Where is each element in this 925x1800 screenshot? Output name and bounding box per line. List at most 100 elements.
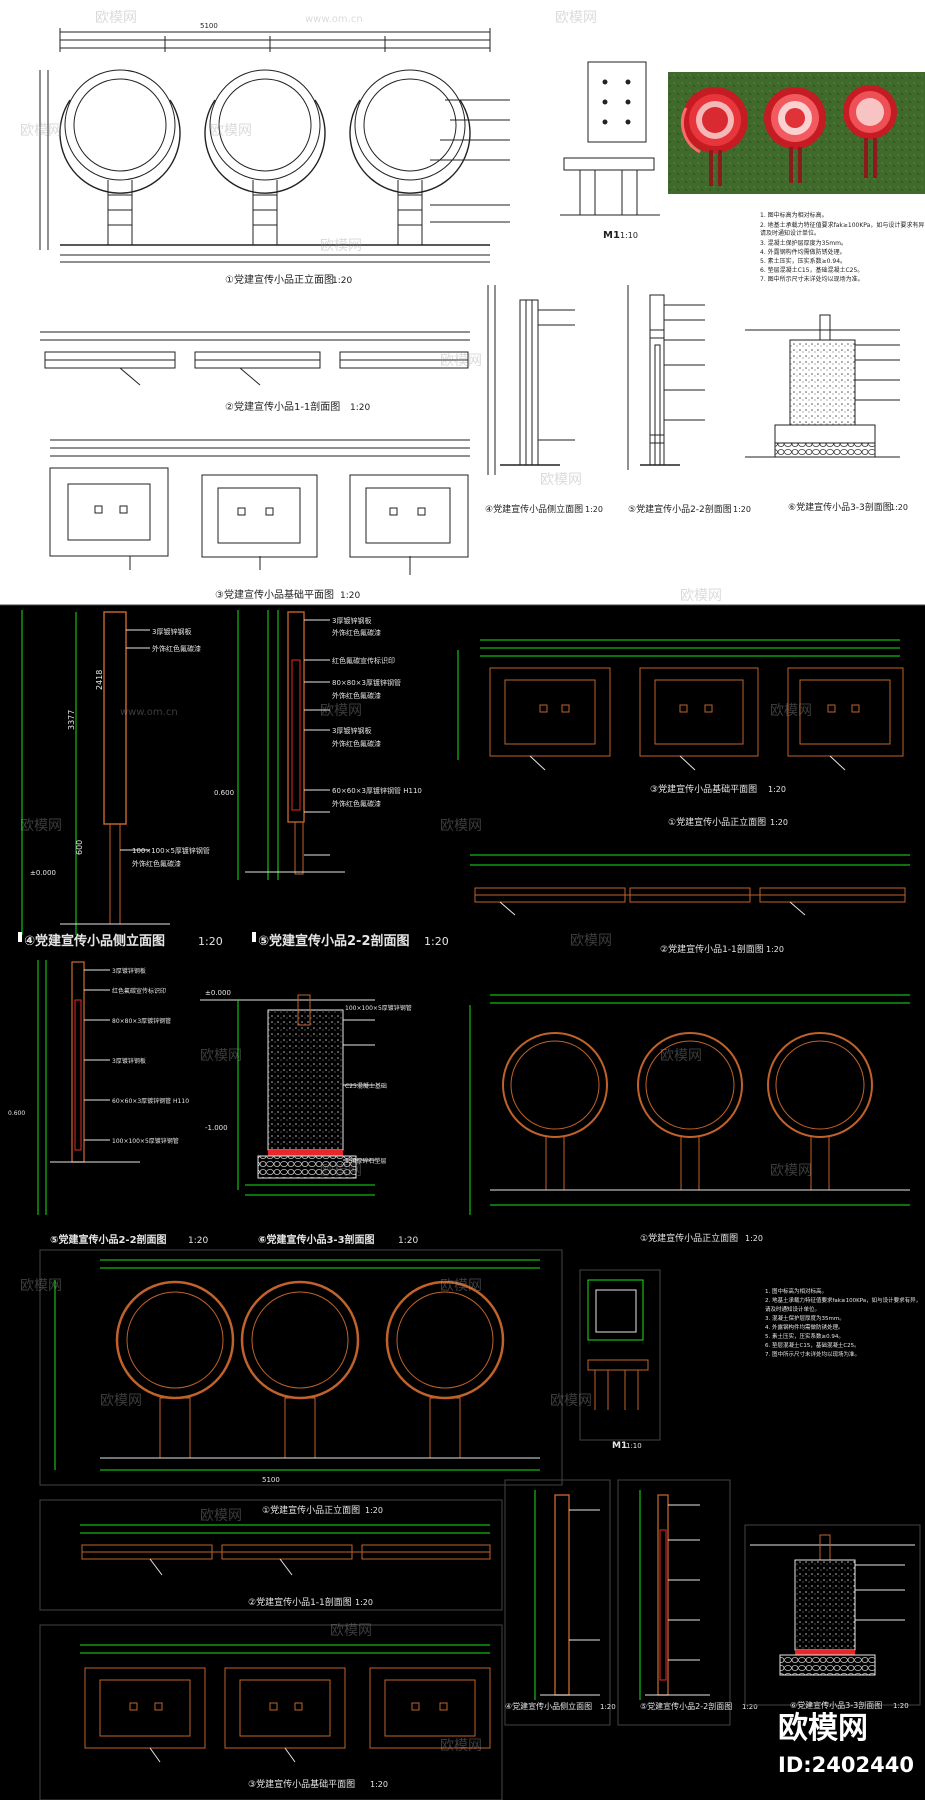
- black-scale-foundation: 1:20: [768, 785, 786, 794]
- black-section-1-1-b: [39, 1499, 503, 1611]
- black-m1-scale: 1:10: [626, 1442, 642, 1450]
- svg-text:1. 图中标高为相对标高。: 1. 图中标高为相对标高。: [760, 211, 828, 219]
- black-title-section22-c: ⑤党建宣传小品2-2剖面图: [640, 1701, 732, 1711]
- svg-text:欧模网: 欧模网: [440, 1278, 482, 1294]
- svg-text:7. 图中所示尺寸未详处均以现场为准。: 7. 图中所示尺寸未详处均以现场为准。: [765, 1350, 860, 1358]
- white-ring-3: [349, 69, 471, 245]
- svg-text:外饰红色氟碳漆: 外饰红色氟碳漆: [332, 691, 381, 700]
- black-scale-section22: 1:20: [424, 935, 449, 948]
- white-section-2-2: [627, 285, 705, 470]
- black-level-0: ±0.000: [30, 869, 56, 877]
- white-notes: 1. 图中标高为相对标高。 2. 地基土承载力特征值要求fak≥100KPa，如…: [760, 211, 925, 283]
- black-scale-side-b: 1:20: [600, 1703, 616, 1711]
- black-scale-section33: 1:20: [398, 1236, 418, 1246]
- svg-text:100×100×5厚镀锌钢管: 100×100×5厚镀锌钢管: [345, 1004, 412, 1012]
- black-section-3-3-b: [744, 1524, 921, 1706]
- black-title-section11-b: ②党建宣传小品1-1剖面图: [248, 1596, 352, 1608]
- white-section-3-3: [745, 314, 900, 458]
- black-title-foundation: ③党建宣传小品基础平面图: [650, 783, 757, 795]
- svg-text:60×60×3厚镀锌钢管 H110: 60×60×3厚镀锌钢管 H110: [112, 1097, 189, 1105]
- badge-brand: 欧模网: [778, 1711, 868, 1746]
- svg-text:C25混凝土基础: C25混凝土基础: [345, 1082, 387, 1090]
- svg-text:请及时通知设计单位。: 请及时通知设计单位。: [760, 229, 820, 237]
- svg-text:欧模网: 欧模网: [200, 1048, 242, 1064]
- svg-text:1. 图中标高为相对标高。: 1. 图中标高为相对标高。: [765, 1287, 827, 1295]
- black-title-section11: ②党建宣传小品1-1剖面图: [660, 943, 764, 955]
- white-title-section11: ②党建宣传小品1-1剖面图: [225, 400, 340, 413]
- white-section-1-1: [40, 331, 470, 386]
- black-title-section33-b: ⑥党建宣传小品3-3剖面图: [790, 1700, 882, 1710]
- svg-text:3. 混凝土保护层厚度为35mm。: 3. 混凝土保护层厚度为35mm。: [760, 239, 847, 247]
- black-title-front-sub: ①党建宣传小品正立面图: [668, 816, 766, 828]
- white-cad-sheet: ①党建宣传小品正立面图 1:20 5100 M1 1:10: [0, 0, 925, 605]
- black-m1-title: M1: [612, 1441, 627, 1451]
- black-section-1-1: [470, 854, 910, 916]
- render-ring-3: [843, 85, 897, 178]
- svg-text:欧模网: 欧模网: [440, 818, 482, 834]
- svg-text:欧模网: 欧模网: [555, 10, 597, 26]
- white-scale-section11: 1:20: [350, 403, 370, 413]
- svg-text:请及时通知设计单位。: 请及时通知设计单位。: [765, 1305, 820, 1313]
- svg-text:欧模网: 欧模网: [20, 1278, 62, 1294]
- svg-text:5. 素土压实，压实系数≥0.94。: 5. 素土压实，压实系数≥0.94。: [765, 1332, 844, 1340]
- black-scale-section22-b: 1:20: [188, 1236, 208, 1246]
- white-foundation-plan: [49, 439, 470, 575]
- black-title-front: ①党建宣传小品正立面图: [640, 1232, 738, 1244]
- svg-text:3厚镀锌钢板: 3厚镀锌钢板: [112, 967, 146, 975]
- render-ring-1: [681, 87, 748, 186]
- white-ring-2: [204, 69, 326, 245]
- white-title-section33: ⑥党建宣传小品3-3剖面图: [788, 501, 892, 513]
- black-dim-upper: 2418: [95, 670, 104, 690]
- svg-text:欧模网: 欧模网: [550, 1393, 592, 1409]
- svg-text:±0.000: ±0.000: [205, 989, 231, 997]
- black-front-elevation-large: [39, 1249, 563, 1486]
- svg-text:3厚镀锌钢板: 3厚镀锌钢板: [152, 627, 191, 636]
- svg-text:欧模网: 欧模网: [570, 933, 612, 949]
- svg-text:60×60×3厚镀锌钢管 H110: 60×60×3厚镀锌钢管 H110: [332, 786, 422, 795]
- svg-text:2. 地基土承载力特征值要求fak≥100KPa，如与设计要: 2. 地基土承载力特征值要求fak≥100KPa，如与设计要求有异，: [760, 221, 925, 229]
- white-scale-side: 1:20: [585, 505, 603, 514]
- svg-text:外饰红色氟碳漆: 外饰红色氟碳漆: [132, 859, 181, 868]
- svg-text:欧模网: 欧模网: [210, 123, 252, 139]
- black-foundation-plan: [457, 639, 904, 771]
- svg-text:红色氟碳宣传标识印: 红色氟碳宣传标识印: [332, 656, 395, 665]
- svg-text:3. 混凝土保护层厚度为35mm。: 3. 混凝土保护层厚度为35mm。: [765, 1314, 845, 1322]
- svg-text:欧模网: 欧模网: [770, 703, 812, 719]
- svg-text:欧模网: 欧模网: [440, 353, 482, 369]
- render-ring-2: [764, 87, 826, 183]
- white-m1-detail: [560, 61, 660, 216]
- black-scale-section11: 1:20: [766, 945, 784, 954]
- black-scale-side: 1:20: [198, 935, 223, 948]
- black-title-section33: ⑥党建宣传小品3-3剖面图: [258, 1233, 375, 1246]
- white-front-elevation: [39, 28, 510, 263]
- black-cad-sheet: 3377 2418 600 ±0.000 3厚镀锌钢板 外饰红色氟碳漆 100×…: [0, 604, 925, 1800]
- svg-text:6. 垫层混凝土C15，基础混凝土C25。: 6. 垫层混凝土C15，基础混凝土C25。: [765, 1341, 860, 1349]
- white-m1-scale: 1:10: [620, 231, 638, 240]
- svg-text:3厚镀锌钢板: 3厚镀锌钢板: [112, 1057, 146, 1065]
- black-scale-foundation-b: 1:20: [370, 1780, 388, 1789]
- black-section-3-3: [200, 994, 375, 1196]
- white-scale-section33: 1:20: [890, 503, 908, 512]
- svg-text:欧模网: 欧模网: [770, 1163, 812, 1179]
- black-dim-height: 3377: [67, 710, 76, 730]
- black-section-2-2-c: [617, 1479, 731, 1726]
- black-m1-detail: [579, 1269, 661, 1441]
- svg-text:4. 外露钢构件均需做防锈处理。: 4. 外露钢构件均需做防锈处理。: [765, 1323, 844, 1331]
- svg-text:欧模网: 欧模网: [320, 238, 362, 254]
- black-scale-section22-c: 1:20: [742, 1703, 758, 1711]
- black-scale-front-sub: 1:20: [770, 818, 788, 827]
- svg-text:100×100×5厚镀锌钢管: 100×100×5厚镀锌钢管: [112, 1137, 179, 1145]
- black-scale-section33-b: 1:20: [893, 1702, 909, 1710]
- black-title-section22: ⑤党建宣传小品2-2剖面图: [258, 933, 410, 949]
- svg-text:欧模网: 欧模网: [660, 1048, 702, 1064]
- svg-text:欧模网: 欧模网: [320, 703, 362, 719]
- svg-text:外饰红色氟碳漆: 外饰红色氟碳漆: [332, 628, 381, 637]
- svg-text:80×80×3厚镀锌钢管: 80×80×3厚镀锌钢管: [112, 1017, 171, 1025]
- svg-text:红色氟碳宣传标识印: 红色氟碳宣传标识印: [112, 987, 166, 995]
- white-title-section22: ⑤党建宣传小品2-2剖面图: [628, 503, 732, 515]
- svg-text:外饰红色氟碳漆: 外饰红色氟碳漆: [332, 739, 381, 748]
- svg-text:3厚镀锌钢板: 3厚镀锌钢板: [332, 726, 371, 735]
- svg-text:3厚镀锌钢板: 3厚镀锌钢板: [332, 616, 371, 625]
- white-title-front: ①党建宣传小品正立面图: [225, 273, 334, 286]
